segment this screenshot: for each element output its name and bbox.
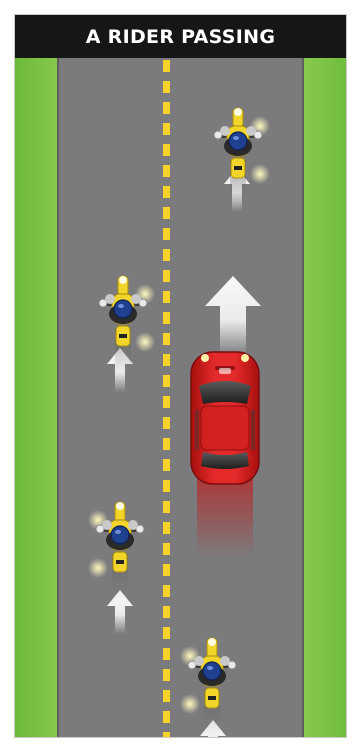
road-scene: [15, 58, 346, 737]
center-line-dash: [163, 291, 170, 303]
center-line-dash: [163, 564, 170, 576]
center-line-dash: [163, 249, 170, 261]
center-line-dash: [163, 396, 170, 408]
center-line-dash: [163, 711, 170, 723]
center-line-dash: [163, 459, 170, 471]
center-line-dash: [163, 501, 170, 513]
center-line-dash: [163, 270, 170, 282]
road: [57, 58, 304, 737]
center-line-dash: [163, 669, 170, 681]
center-line-dash: [163, 123, 170, 135]
center-line-dash: [163, 606, 170, 618]
center-line-dash: [163, 627, 170, 639]
center-line-dash: [163, 585, 170, 597]
grass-right: [304, 58, 346, 737]
center-line-dash: [163, 417, 170, 429]
center-line-dash: [163, 333, 170, 345]
center-line-dash: [163, 312, 170, 324]
center-line-dash: [163, 60, 170, 72]
car: [191, 352, 259, 558]
center-line-dash: [163, 648, 170, 660]
center-line-dash: [163, 144, 170, 156]
center-line-dash: [163, 102, 170, 114]
center-line-dash: [163, 438, 170, 450]
diagram-title: A RIDER PASSING: [15, 15, 346, 58]
center-line-dash: [163, 354, 170, 366]
center-line-dash: [163, 480, 170, 492]
center-line-dash: [163, 186, 170, 198]
center-line-dash: [163, 543, 170, 555]
center-line-dash: [163, 732, 170, 737]
center-line-dash: [163, 228, 170, 240]
center-line-dash: [163, 522, 170, 534]
grass-left: [15, 58, 57, 737]
center-line-dash: [163, 207, 170, 219]
center-line-dash: [163, 375, 170, 387]
center-line-dash: [163, 690, 170, 702]
center-line-dash: [163, 81, 170, 93]
diagram-frame: A RIDER PASSING: [14, 14, 347, 738]
center-line-dash: [163, 165, 170, 177]
